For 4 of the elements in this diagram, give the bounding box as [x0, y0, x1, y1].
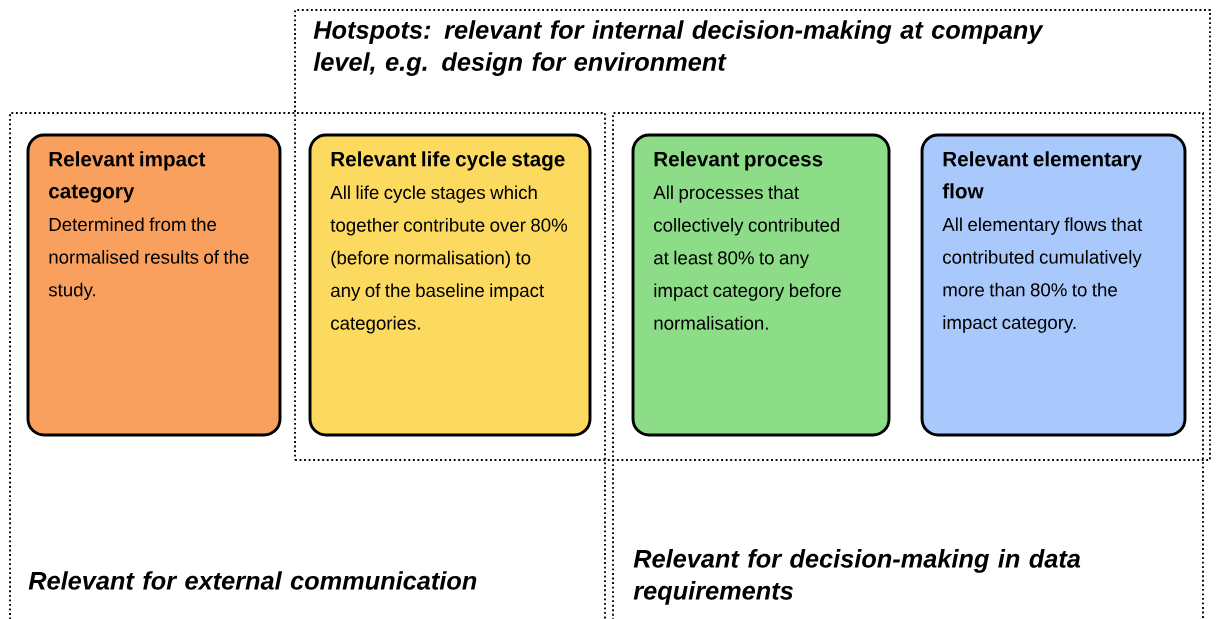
text-box: Relevant life cycle stage All life cycle stages which together contribute over 80% (before normalisation) to any of the baseline impact categories.	[308, 133, 592, 437]
text-box: Relevant elementary flow All elementary flows that contributed cumulatively more than 80% to the impact category.	[920, 133, 1187, 437]
text-box: Relevant process All processes that collectively contributed at least 80% to any impact category before normalisation.	[631, 133, 891, 437]
text-box: Relevant impact category Determined from the normalised results of the study.	[26, 133, 282, 437]
